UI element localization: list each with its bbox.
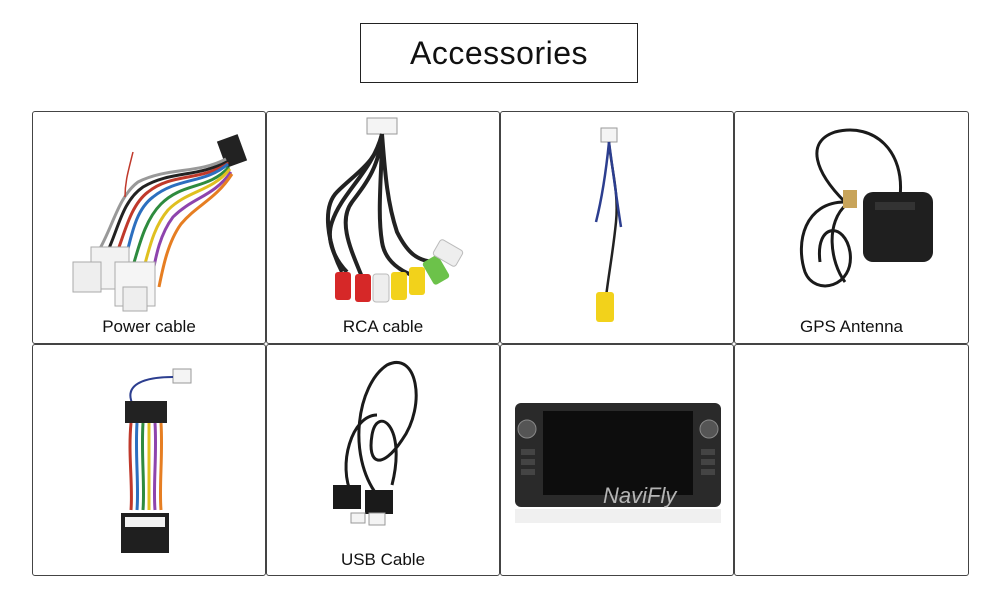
accessory-card-rca-cable: RCA cable <box>266 111 500 344</box>
rca-cable-image <box>325 117 464 303</box>
head-unit-image: NaviFly <box>515 403 721 523</box>
accessories-grid: Power cable RCA cable <box>32 111 969 576</box>
camera-cable-image <box>594 127 623 322</box>
accessory-card-wiring-harness <box>32 344 266 576</box>
accessory-card-usb-cable: USB Cable <box>266 344 500 576</box>
usb-cable-image <box>333 361 418 526</box>
power-cable-image <box>72 134 248 312</box>
rca-cable-label: RCA cable <box>342 317 424 336</box>
navifly-watermark: NaviFly <box>603 483 678 508</box>
power-cable-label: Power cable <box>102 317 196 336</box>
gps-antenna-image <box>799 128 933 288</box>
page-title: Accessories <box>360 23 638 83</box>
gps-antenna-label: GPS Antenna <box>799 317 904 336</box>
accessory-card-power-cable: Power cable <box>32 111 266 344</box>
usb-cable-label: USB Cable <box>340 550 426 569</box>
wiring-harness-image <box>121 368 192 553</box>
accessory-card-head-unit: NaviFly <box>500 344 734 576</box>
accessory-card-gps-antenna: GPS Antenna <box>734 111 969 344</box>
accessory-card-empty <box>734 344 969 576</box>
accessory-card-camera-cable <box>500 111 734 344</box>
